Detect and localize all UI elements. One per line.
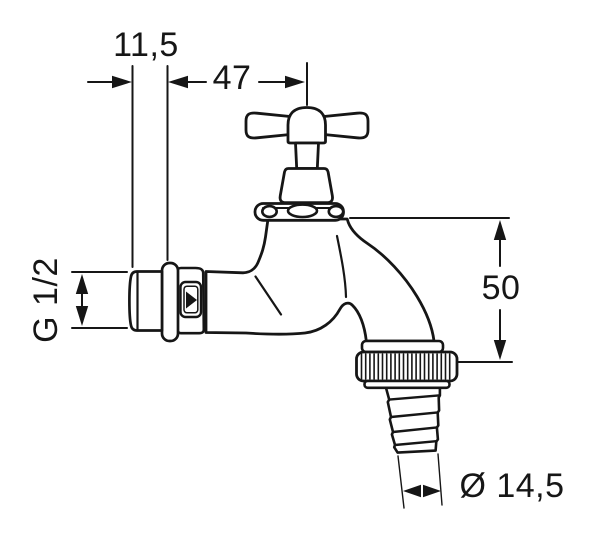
flow-direction-arrow-icon	[186, 291, 197, 309]
arrowhead-up-icon	[493, 220, 507, 240]
extension-line-barb-left	[397, 455, 405, 509]
dim-label-wall-offset: 47	[210, 59, 254, 97]
hose-union-nut-knurling	[360, 353, 451, 380]
dim-label-hose-diameter: Ø 14,5	[457, 467, 567, 505]
inlet-thread	[128, 270, 164, 332]
handle-left-grip	[244, 111, 292, 140]
dim-label-outlet-height: 50	[479, 269, 523, 307]
arrowhead-down-icon	[493, 340, 507, 360]
inlet-flange	[160, 261, 180, 343]
bonnet-cone	[278, 167, 334, 205]
body-fillet-line	[254, 275, 283, 316]
arrowhead-left-icon	[403, 484, 421, 498]
dim-label-thread-size: G 1/2	[27, 255, 65, 345]
dim-label-thread-length: 11,5	[111, 26, 181, 64]
handle-hub	[286, 106, 327, 145]
valve-body-outline	[204, 217, 436, 343]
check-valve-marker-inner	[183, 285, 199, 314]
outlet-collar	[360, 339, 445, 354]
arrowhead-right-icon	[285, 75, 305, 89]
hose-barb-ridges	[388, 394, 440, 447]
body-blend-line	[335, 234, 348, 299]
flange-bolt-left	[260, 204, 278, 219]
handle-stem	[294, 141, 320, 170]
extension-line-barb-right	[437, 453, 443, 506]
arrowhead-up-icon	[75, 274, 89, 294]
arrowhead-down-icon	[75, 306, 89, 326]
handle-right-grip	[322, 111, 370, 140]
flange-bolt-right	[327, 204, 345, 219]
arrowhead-right-icon	[423, 484, 441, 498]
flange-center-boss	[286, 203, 319, 219]
arrowhead-right-icon	[112, 75, 132, 89]
arrowhead-left-icon	[168, 75, 188, 89]
